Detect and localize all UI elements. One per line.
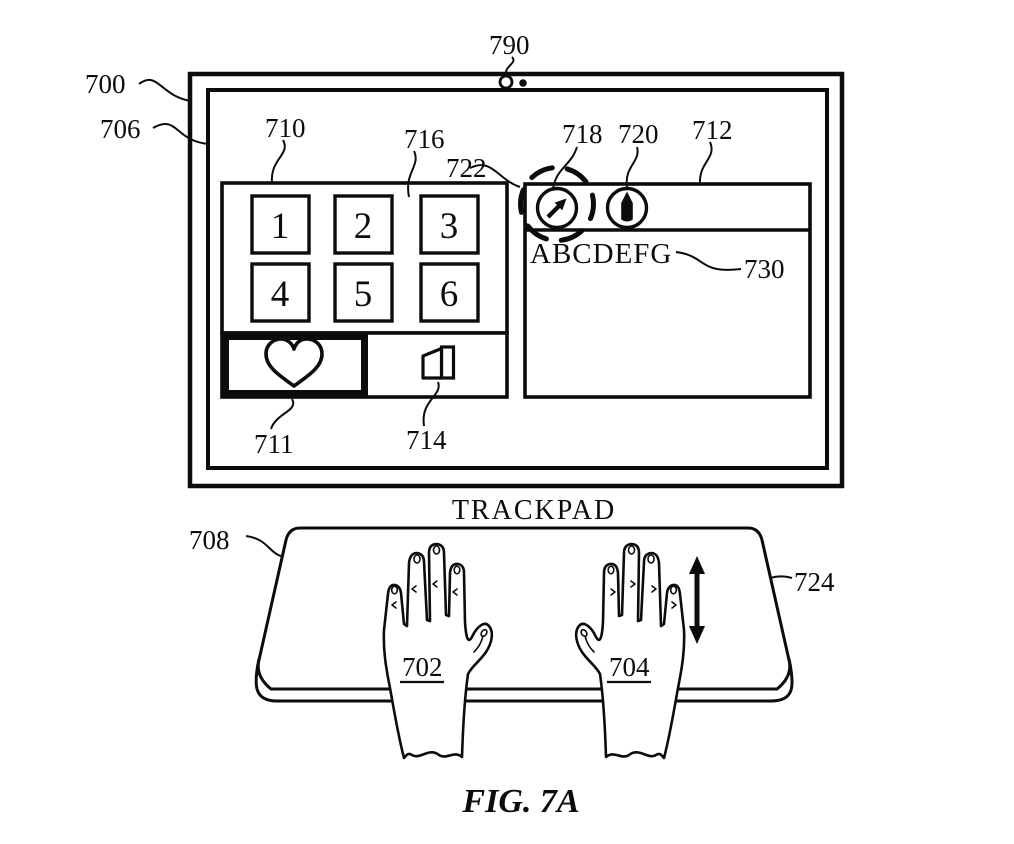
display-device [187, 71, 845, 489]
grid-button-5-label: 5 [354, 274, 373, 315]
ref-700: 700 [85, 69, 126, 99]
leader-706 [152, 123, 210, 145]
leader-722 [469, 164, 521, 188]
pencil-icon [621, 191, 633, 222]
trackpad-surface[interactable] [256, 526, 792, 691]
ref-716: 716 [404, 124, 445, 154]
grid-button-1[interactable]: 1 [250, 194, 311, 255]
leader-720 [625, 146, 639, 188]
screen [206, 88, 829, 470]
figure-caption: FIG. 7A [461, 783, 579, 820]
ref-712: 712 [692, 115, 733, 145]
ref-708: 708 [189, 525, 230, 555]
leader-730 [675, 251, 742, 271]
trackpad-title: TRACKPAD [452, 495, 616, 526]
leader-790 [504, 56, 515, 76]
ref-702: 702 [402, 652, 443, 682]
display-bezel [187, 71, 845, 489]
ref-722: 722 [446, 153, 487, 183]
trackpad[interactable] [254, 526, 794, 703]
trackpad-edge [254, 658, 794, 703]
leader-710 [270, 139, 286, 184]
grid-button-1-label: 1 [271, 206, 290, 247]
camera-icon [498, 74, 527, 90]
cursor-tool-button[interactable] [535, 186, 579, 230]
grid-button-4[interactable]: 4 [250, 262, 311, 323]
pages-icon [421, 346, 444, 380]
reference-labels: 700 706 790 710 716 722 718 720 712 730 … [85, 30, 835, 597]
ref-710: 710 [265, 113, 306, 143]
ref-711: 711 [254, 429, 294, 459]
ref-718: 718 [562, 119, 603, 149]
hand-labels: 702 704 [400, 652, 651, 684]
grid-panel: 1 2 3 4 5 6 [220, 181, 509, 399]
content-panel: ABCDEFG [518, 165, 812, 399]
grid-button-3-label: 3 [440, 206, 459, 247]
left-hand [382, 542, 494, 760]
ref-730: 730 [744, 254, 785, 284]
pencil-tool-button[interactable] [605, 186, 649, 230]
grid-button-6-label: 6 [440, 274, 459, 315]
grid-button-5[interactable]: 5 [333, 262, 394, 323]
leader-718 [552, 146, 578, 190]
leader-716 [407, 150, 417, 198]
grid-button-6[interactable]: 6 [419, 262, 480, 323]
leader-700 [138, 78, 192, 102]
hand-outline [574, 542, 686, 760]
leader-711 [270, 398, 295, 430]
ref-704: 704 [609, 652, 650, 682]
ref-706: 706 [100, 114, 141, 144]
hand-details [390, 545, 488, 653]
grid-button-3[interactable]: 3 [419, 194, 480, 255]
selection-ring-icon [518, 165, 596, 243]
grid-button-4-label: 4 [271, 274, 290, 315]
ref-714: 714 [406, 425, 447, 455]
scroll-arrow-icon [689, 556, 705, 644]
heart-icon [264, 337, 324, 388]
content-text: ABCDEFG [530, 238, 672, 270]
ref-724: 724 [794, 567, 835, 597]
hand-details [580, 545, 678, 653]
leader-714 [422, 381, 440, 427]
favorite-button[interactable] [222, 333, 368, 397]
right-hand [574, 542, 686, 760]
hand-outline [382, 542, 494, 760]
leader-712 [698, 141, 713, 184]
grid-button-2[interactable]: 2 [333, 194, 394, 255]
pages-button[interactable] [421, 345, 456, 380]
grid-button-2-label: 2 [354, 206, 373, 247]
cursor-arrow-icon [546, 198, 567, 219]
ref-720: 720 [618, 119, 659, 149]
ref-790: 790 [489, 30, 530, 60]
